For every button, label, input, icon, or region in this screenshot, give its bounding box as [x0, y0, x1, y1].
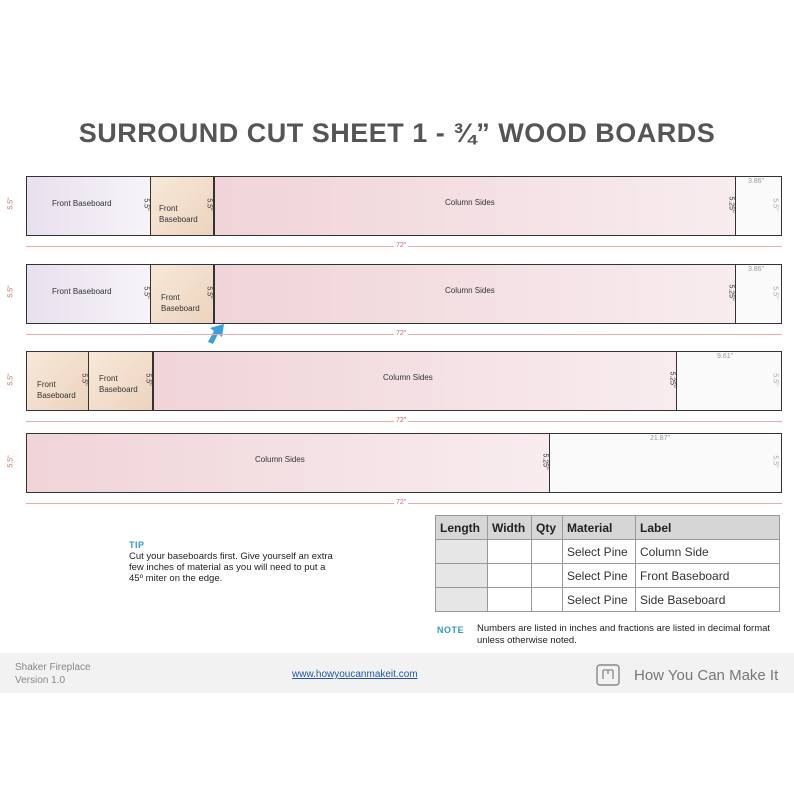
- box-logo-icon: [596, 664, 620, 686]
- piece-height: 5.5": [142, 286, 150, 299]
- piece-column-sides: Column Sides 5.25": [153, 352, 677, 410]
- qty-cell: [531, 587, 563, 612]
- width-cell: [487, 587, 532, 612]
- piece-front-baseboard: Front Baseboard 5.5": [27, 352, 89, 410]
- tip-heading: TIP: [129, 540, 145, 550]
- board-length-dim: 72": [394, 417, 409, 424]
- piece-label: Column Sides: [445, 198, 495, 207]
- length-cell: [435, 539, 488, 564]
- piece-label: Column Sides: [383, 373, 433, 382]
- material-cell: Select Pine: [562, 563, 636, 588]
- note-heading: NOTE: [437, 625, 465, 635]
- piece-label: Front Baseboard: [52, 287, 112, 296]
- piece-height: 5.5": [142, 198, 150, 211]
- piece-label: Front Baseboard: [52, 199, 112, 208]
- waste-length: 3.86": [748, 266, 765, 273]
- col-qty: Qty: [531, 515, 563, 540]
- material-cell: Select Pine: [562, 587, 636, 612]
- board-height-dim: 5.5": [7, 455, 15, 468]
- width-cell: [487, 539, 532, 564]
- table-row: Select Pine Side Baseboard: [435, 587, 780, 612]
- piece-label: Front Baseboard: [159, 204, 198, 224]
- board-height-dim: 5.5": [7, 373, 15, 386]
- col-width: Width: [487, 515, 532, 540]
- label-cell: Side Baseboard: [635, 587, 780, 612]
- piece-label: Front Baseboard: [99, 374, 138, 394]
- piece-label: Front Baseboard: [161, 293, 200, 313]
- board-height-dim: 5.5": [7, 197, 15, 210]
- waste-offcut: 3.86" 5.5": [736, 265, 781, 323]
- board-length-dim: 72": [394, 330, 409, 337]
- piece-height: 5.5": [144, 373, 152, 386]
- col-material: Material: [562, 515, 636, 540]
- waste-offcut: 3.86" 5.5": [736, 177, 781, 235]
- table-row: Select Pine Column Side: [435, 539, 780, 564]
- waste-height: 5.5": [771, 286, 779, 299]
- qty-cell: [531, 563, 563, 588]
- piece-label: Front Baseboard: [37, 380, 76, 400]
- piece-front-baseboard: Front Baseboard 5.5": [27, 265, 151, 323]
- piece-height: 5.5": [80, 373, 88, 386]
- piece-column-sides: Column Sides 5.25": [214, 177, 736, 235]
- tip-text: Cut your baseboards first. Give yourself…: [129, 551, 333, 584]
- material-cell: Select Pine: [562, 539, 636, 564]
- label-cell: Column Side: [635, 539, 780, 564]
- piece-column-sides: Column Sides 5.25": [214, 265, 736, 323]
- piece-front-baseboard: Front Baseboard 5.5": [27, 177, 151, 235]
- col-label: Label: [635, 515, 780, 540]
- waste-height: 5.5": [771, 373, 779, 386]
- piece-height: 5.25": [727, 196, 735, 213]
- footer: Shaker Fireplace Version 1.0 www.howyouc…: [0, 653, 794, 693]
- piece-front-baseboard: Front Baseboard 5.5": [151, 265, 214, 323]
- waste-offcut: 9.61" 5.5": [677, 352, 781, 410]
- waste-offcut: 21.87" 5.5": [550, 434, 781, 492]
- piece-height: 5.5": [205, 198, 213, 211]
- piece-label: Column Sides: [445, 286, 495, 295]
- piece-height: 5.5": [205, 286, 213, 299]
- project-name: Shaker Fireplace: [15, 662, 91, 673]
- footer-project-info: Shaker Fireplace Version 1.0: [15, 661, 91, 687]
- website-link[interactable]: www.howyoucanmakeit.com: [292, 669, 418, 680]
- note-text: Numbers are listed in inches and fractio…: [477, 623, 771, 646]
- col-length: Length: [435, 515, 488, 540]
- length-cell: [435, 563, 488, 588]
- board-height-dim: 5.5": [7, 285, 15, 298]
- piece-height: 5.25": [541, 453, 549, 470]
- board-length-dim: 72": [394, 499, 409, 506]
- piece-height: 5.25": [727, 284, 735, 301]
- piece-front-baseboard: Front Baseboard 5.5": [89, 352, 153, 410]
- waste-length: 21.87": [650, 435, 671, 442]
- piece-height: 5.25": [668, 371, 676, 388]
- waste-height: 5.5": [771, 455, 779, 468]
- piece-label: Column Sides: [255, 455, 305, 464]
- width-cell: [487, 563, 532, 588]
- piece-front-baseboard: Front Baseboard 5.5": [151, 177, 214, 235]
- piece-column-sides: Column Sides 5.25": [27, 434, 550, 492]
- waste-length: 3.86": [748, 178, 765, 185]
- page-title: SURROUND CUT SHEET 1 - ¾” WOOD BOARDS: [78, 118, 716, 148]
- cut-list-table: Length Width Qty Material Label Select P…: [435, 515, 780, 612]
- label-cell: Front Baseboard: [635, 563, 780, 588]
- waste-height: 5.5": [771, 198, 779, 211]
- qty-cell: [531, 539, 563, 564]
- table-header-row: Length Width Qty Material Label: [435, 515, 780, 540]
- table-row: Select Pine Front Baseboard: [435, 563, 780, 588]
- waste-length: 9.61": [717, 353, 734, 360]
- board-length-dim: 72": [394, 242, 409, 249]
- version-label: Version 1.0: [15, 675, 66, 686]
- length-cell: [435, 587, 488, 612]
- brand-name: How You Can Make It: [634, 667, 779, 684]
